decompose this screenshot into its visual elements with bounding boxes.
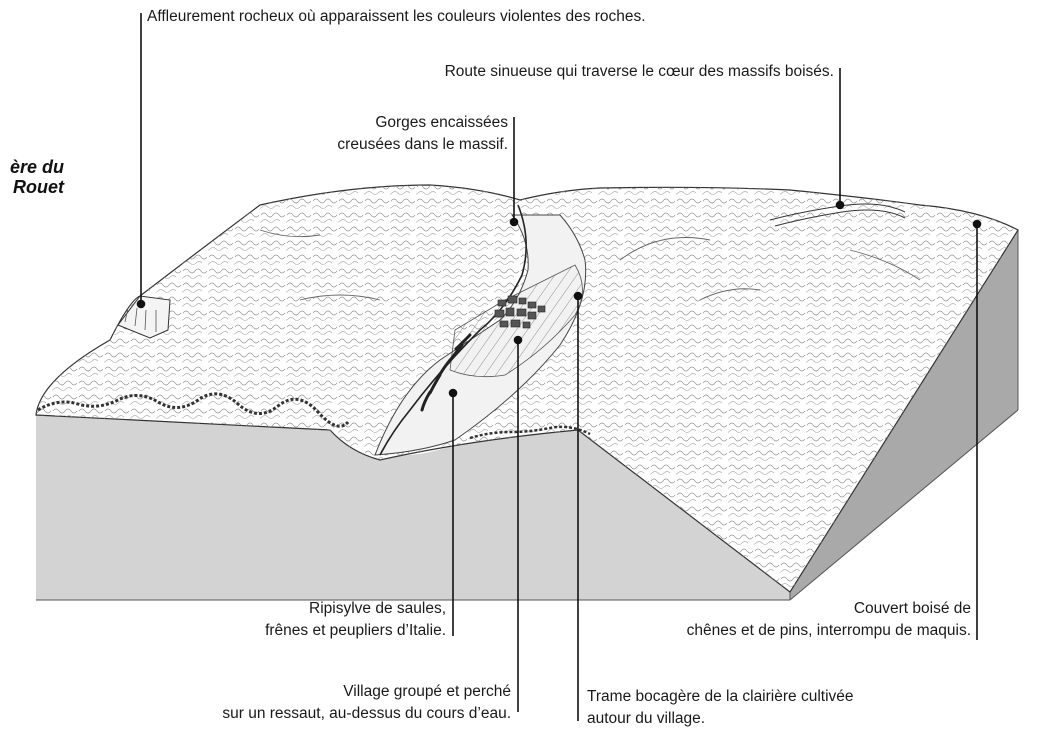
label-gorges-line-1: Gorges encaissées [337, 112, 508, 134]
label-couvert-line-1: Couvert boisé de [687, 598, 971, 620]
title-line-1: ère du [10, 157, 64, 177]
label-trame: Trame bocagère de la clairière cultivée … [587, 686, 854, 730]
label-ripisylve-line-1: Ripisylve de saules, [265, 598, 446, 620]
label-gorges: Gorges encaissées creusées dans le massi… [337, 112, 508, 156]
label-route: Route sinueuse qui traverse le cœur des … [445, 61, 834, 83]
label-gorges-line-2: creusées dans le massif. [337, 134, 508, 156]
label-couvert-line-2: chênes et de pins, interrompu de maquis. [687, 620, 971, 642]
label-village-line-1: Village groupé et perché [222, 681, 511, 703]
label-village-line-2: sur un ressaut, au-dessus du cours d’eau… [222, 703, 511, 725]
label-ripisylve: Ripisylve de saules, frênes et peupliers… [265, 598, 446, 642]
label-affleurement: Affleurement rocheux où apparaissent les… [147, 6, 646, 28]
diagram-title: ère du Rouet [10, 157, 64, 197]
title-line-2: Rouet [10, 177, 64, 197]
label-trame-line-1: Trame bocagère de la clairière cultivée [587, 686, 854, 708]
label-village: Village groupé et perché sur un ressaut,… [222, 681, 511, 725]
label-ripisylve-line-2: frênes et peupliers d’Italie. [265, 620, 446, 642]
label-trame-line-2: autour du village. [587, 708, 854, 730]
label-couvert: Couvert boisé de chênes et de pins, inte… [687, 598, 971, 642]
